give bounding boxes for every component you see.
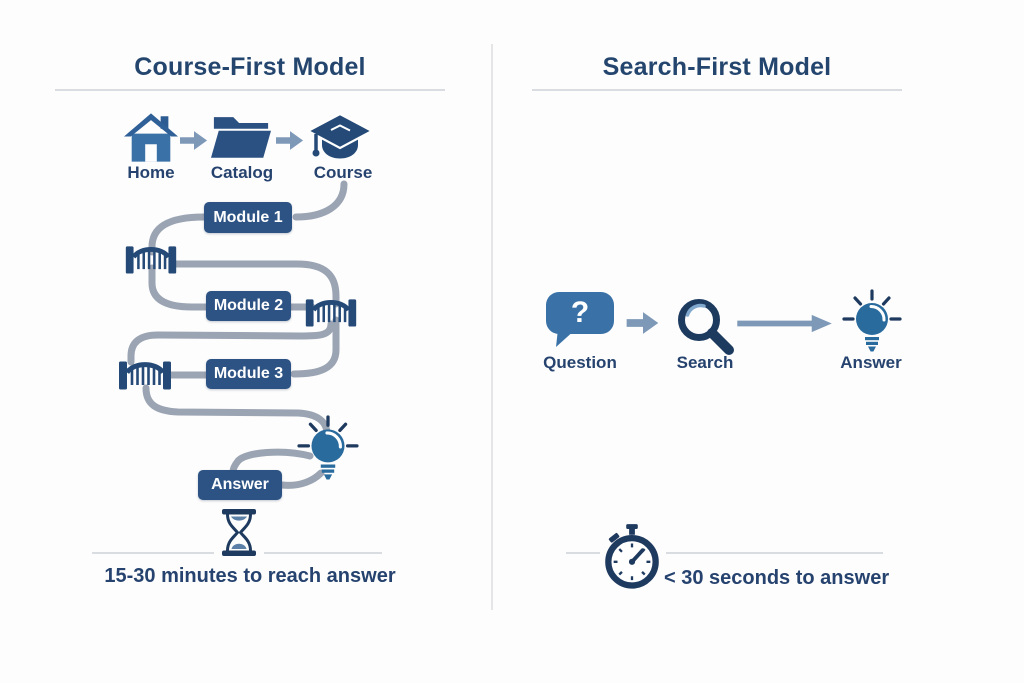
right-time-note: < 30 seconds to answer xyxy=(664,567,890,589)
graduation-cap-icon xyxy=(306,112,374,159)
lightbulb-icon xyxy=(297,415,359,480)
step-label-answer: Answer xyxy=(840,353,902,372)
speech-bubble-shape xyxy=(546,292,614,347)
hourglass-icon xyxy=(222,509,256,556)
lightbulb-icon xyxy=(842,289,902,352)
left-title-rule xyxy=(55,89,445,91)
stopwatch-icon xyxy=(605,524,659,589)
right-panel-title: Search-First Model xyxy=(602,53,832,81)
folder-icon xyxy=(211,117,271,158)
arrow-right-icon xyxy=(626,312,659,334)
gate-icon xyxy=(305,299,357,327)
question-mark: ? xyxy=(570,295,590,329)
question-bubble-icon: ? xyxy=(545,291,615,348)
left-caption-rule xyxy=(264,552,382,554)
home-icon xyxy=(123,113,179,162)
arrow-right-icon xyxy=(276,131,304,150)
module-3-box: Module 3 xyxy=(206,359,291,389)
arrow-right-icon xyxy=(180,131,208,150)
right-caption-rule xyxy=(566,552,600,554)
step-label-home: Home xyxy=(127,163,175,182)
step-label-search: Search xyxy=(676,353,734,372)
step-label-question: Question xyxy=(543,353,617,372)
module-2-box: Module 2 xyxy=(206,291,291,321)
step-label-catalog: Catalog xyxy=(210,163,274,182)
left-time-note: 15-30 minutes to reach answer xyxy=(104,565,396,587)
magnifier-icon xyxy=(678,299,734,355)
long-arrow-right-icon xyxy=(737,314,832,333)
module-1-box: Module 1 xyxy=(204,202,292,233)
panel-divider xyxy=(491,44,493,610)
right-title-rule xyxy=(532,89,902,91)
step-label-course: Course xyxy=(313,163,373,182)
left-caption-rule xyxy=(92,552,214,554)
gate-icon xyxy=(125,246,177,274)
gate-icon xyxy=(119,361,171,390)
right-caption-rule xyxy=(666,552,883,554)
left-panel-title: Course-First Model xyxy=(134,53,366,81)
answer-box: Answer xyxy=(198,470,282,500)
